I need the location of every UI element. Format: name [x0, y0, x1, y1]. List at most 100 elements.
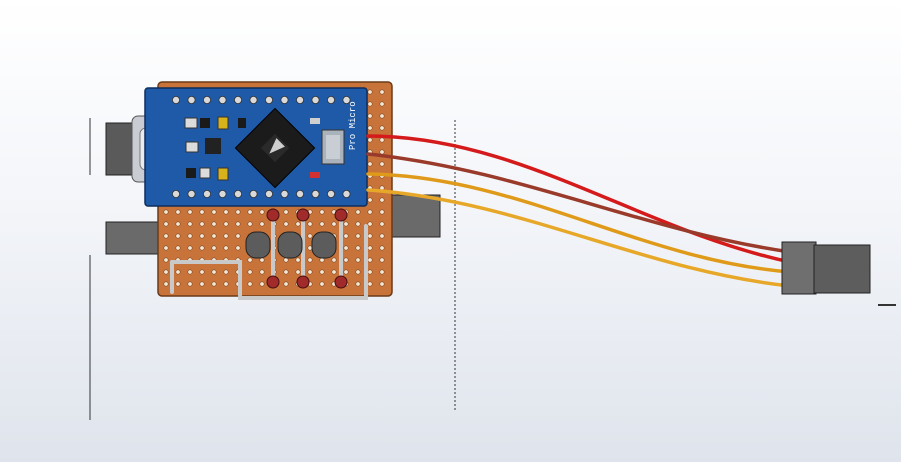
perfboard-hole	[355, 281, 361, 287]
perfboard-hole	[247, 221, 253, 227]
perfboard-hole	[187, 269, 193, 275]
transistor-2	[277, 208, 310, 289]
perfboard-hole	[295, 221, 301, 227]
mcu-pin	[171, 96, 180, 105]
perfboard-hole	[367, 269, 373, 275]
perfboard-hole	[211, 233, 217, 239]
transistors	[245, 208, 348, 289]
perfboard-hole	[307, 257, 313, 263]
perfboard-hole	[367, 89, 373, 95]
perfboard-hole	[367, 113, 373, 119]
wire-red	[366, 134, 792, 264]
perfboard-hole	[199, 245, 205, 251]
perfboard-hole	[355, 269, 361, 275]
perfboard-hole	[343, 233, 349, 239]
perfboard-hole	[247, 281, 253, 287]
perfboard-hole	[175, 221, 181, 227]
mcu-pin	[295, 96, 304, 105]
perfboard-hole	[163, 281, 169, 287]
perfboard-hole	[379, 149, 385, 155]
perfboard-hole	[223, 233, 229, 239]
perfboard-hole	[223, 281, 229, 287]
perfboard-hole	[175, 233, 181, 239]
perfboard-hole	[247, 209, 253, 215]
perfboard-hole	[379, 209, 385, 215]
bus-wires	[170, 213, 368, 300]
mcu-pin	[187, 189, 196, 198]
perfboard-hole	[355, 221, 361, 227]
perfboard-hole	[319, 281, 325, 287]
perfboard-hole	[199, 269, 205, 275]
perfboard-hole	[283, 209, 289, 215]
mcu-pin	[311, 96, 320, 105]
perfboard-hole	[331, 269, 337, 275]
perfboard-hole	[235, 221, 241, 227]
perfboard-hole	[259, 221, 265, 227]
wire-connector[interactable]	[781, 241, 871, 295]
perfboard-hole	[283, 221, 289, 227]
perfboard-hole	[307, 269, 313, 275]
perfboard-hole	[379, 197, 385, 203]
mcu-board: Pro Micro	[144, 87, 368, 207]
perfboard-hole	[367, 245, 373, 251]
mcu-pin	[342, 96, 351, 105]
perfboard-hole	[307, 221, 313, 227]
perfboard-hole	[259, 281, 265, 287]
mcu-pin	[326, 96, 335, 105]
wire-orange-1	[366, 172, 792, 274]
perfboard-hole	[379, 281, 385, 287]
mcu-pin	[280, 96, 289, 105]
perfboard-hole	[343, 257, 349, 263]
perfboard-hole	[187, 245, 193, 251]
perfboard-hole	[355, 245, 361, 251]
perfboard-hole	[187, 221, 193, 227]
perfboard-hole	[379, 257, 385, 263]
perfboard-hole	[331, 257, 337, 263]
perfboard-hole	[307, 233, 313, 239]
perfboard-hole	[367, 101, 373, 107]
mcu-pin	[295, 189, 304, 198]
perfboard-hole	[199, 221, 205, 227]
mcu-pin	[171, 189, 180, 198]
perfboard-hole	[235, 209, 241, 215]
mcu-pin	[218, 96, 227, 105]
board-silkscreen-label: Pro Micro	[348, 101, 358, 150]
perfboard-hole	[235, 233, 241, 239]
perfboard-hole	[211, 221, 217, 227]
perfboard-hole	[163, 209, 169, 215]
mcu-pin	[202, 96, 211, 105]
perfboard-hole	[379, 221, 385, 227]
perfboard-hole	[163, 257, 169, 263]
perfboard-hole	[379, 245, 385, 251]
perfboard-hole	[379, 137, 385, 143]
perfboard-hole	[199, 209, 205, 215]
perfboard-hole	[319, 269, 325, 275]
perfboard-hole	[247, 257, 253, 263]
mcu-pin	[202, 189, 211, 198]
perfboard-hole	[259, 269, 265, 275]
smd-components	[184, 116, 320, 181]
perfboard-hole	[379, 269, 385, 275]
mcu-pin-headers	[171, 96, 351, 198]
perfboard-hole	[367, 281, 373, 287]
perfboard-hole	[355, 233, 361, 239]
perfboard-hole	[163, 269, 169, 275]
mcu-pin	[264, 96, 273, 105]
perfboard-hole	[283, 281, 289, 287]
perfboard-hole	[283, 269, 289, 275]
perfboard-hole	[211, 245, 217, 251]
perfboard-hole	[223, 209, 229, 215]
perfboard-hole	[199, 281, 205, 287]
perfboard-hole	[211, 269, 217, 275]
perfboard-hole	[211, 209, 217, 215]
perfboard-hole	[343, 221, 349, 227]
perfboard-hole	[343, 245, 349, 251]
perfboard-hole	[175, 245, 181, 251]
mcu-pin	[249, 189, 258, 198]
perfboard-hole	[187, 281, 193, 287]
perfboard-hole	[295, 269, 301, 275]
wire-harness	[366, 134, 792, 288]
mcu-pin	[233, 189, 242, 198]
perfboard-hole	[295, 257, 301, 263]
